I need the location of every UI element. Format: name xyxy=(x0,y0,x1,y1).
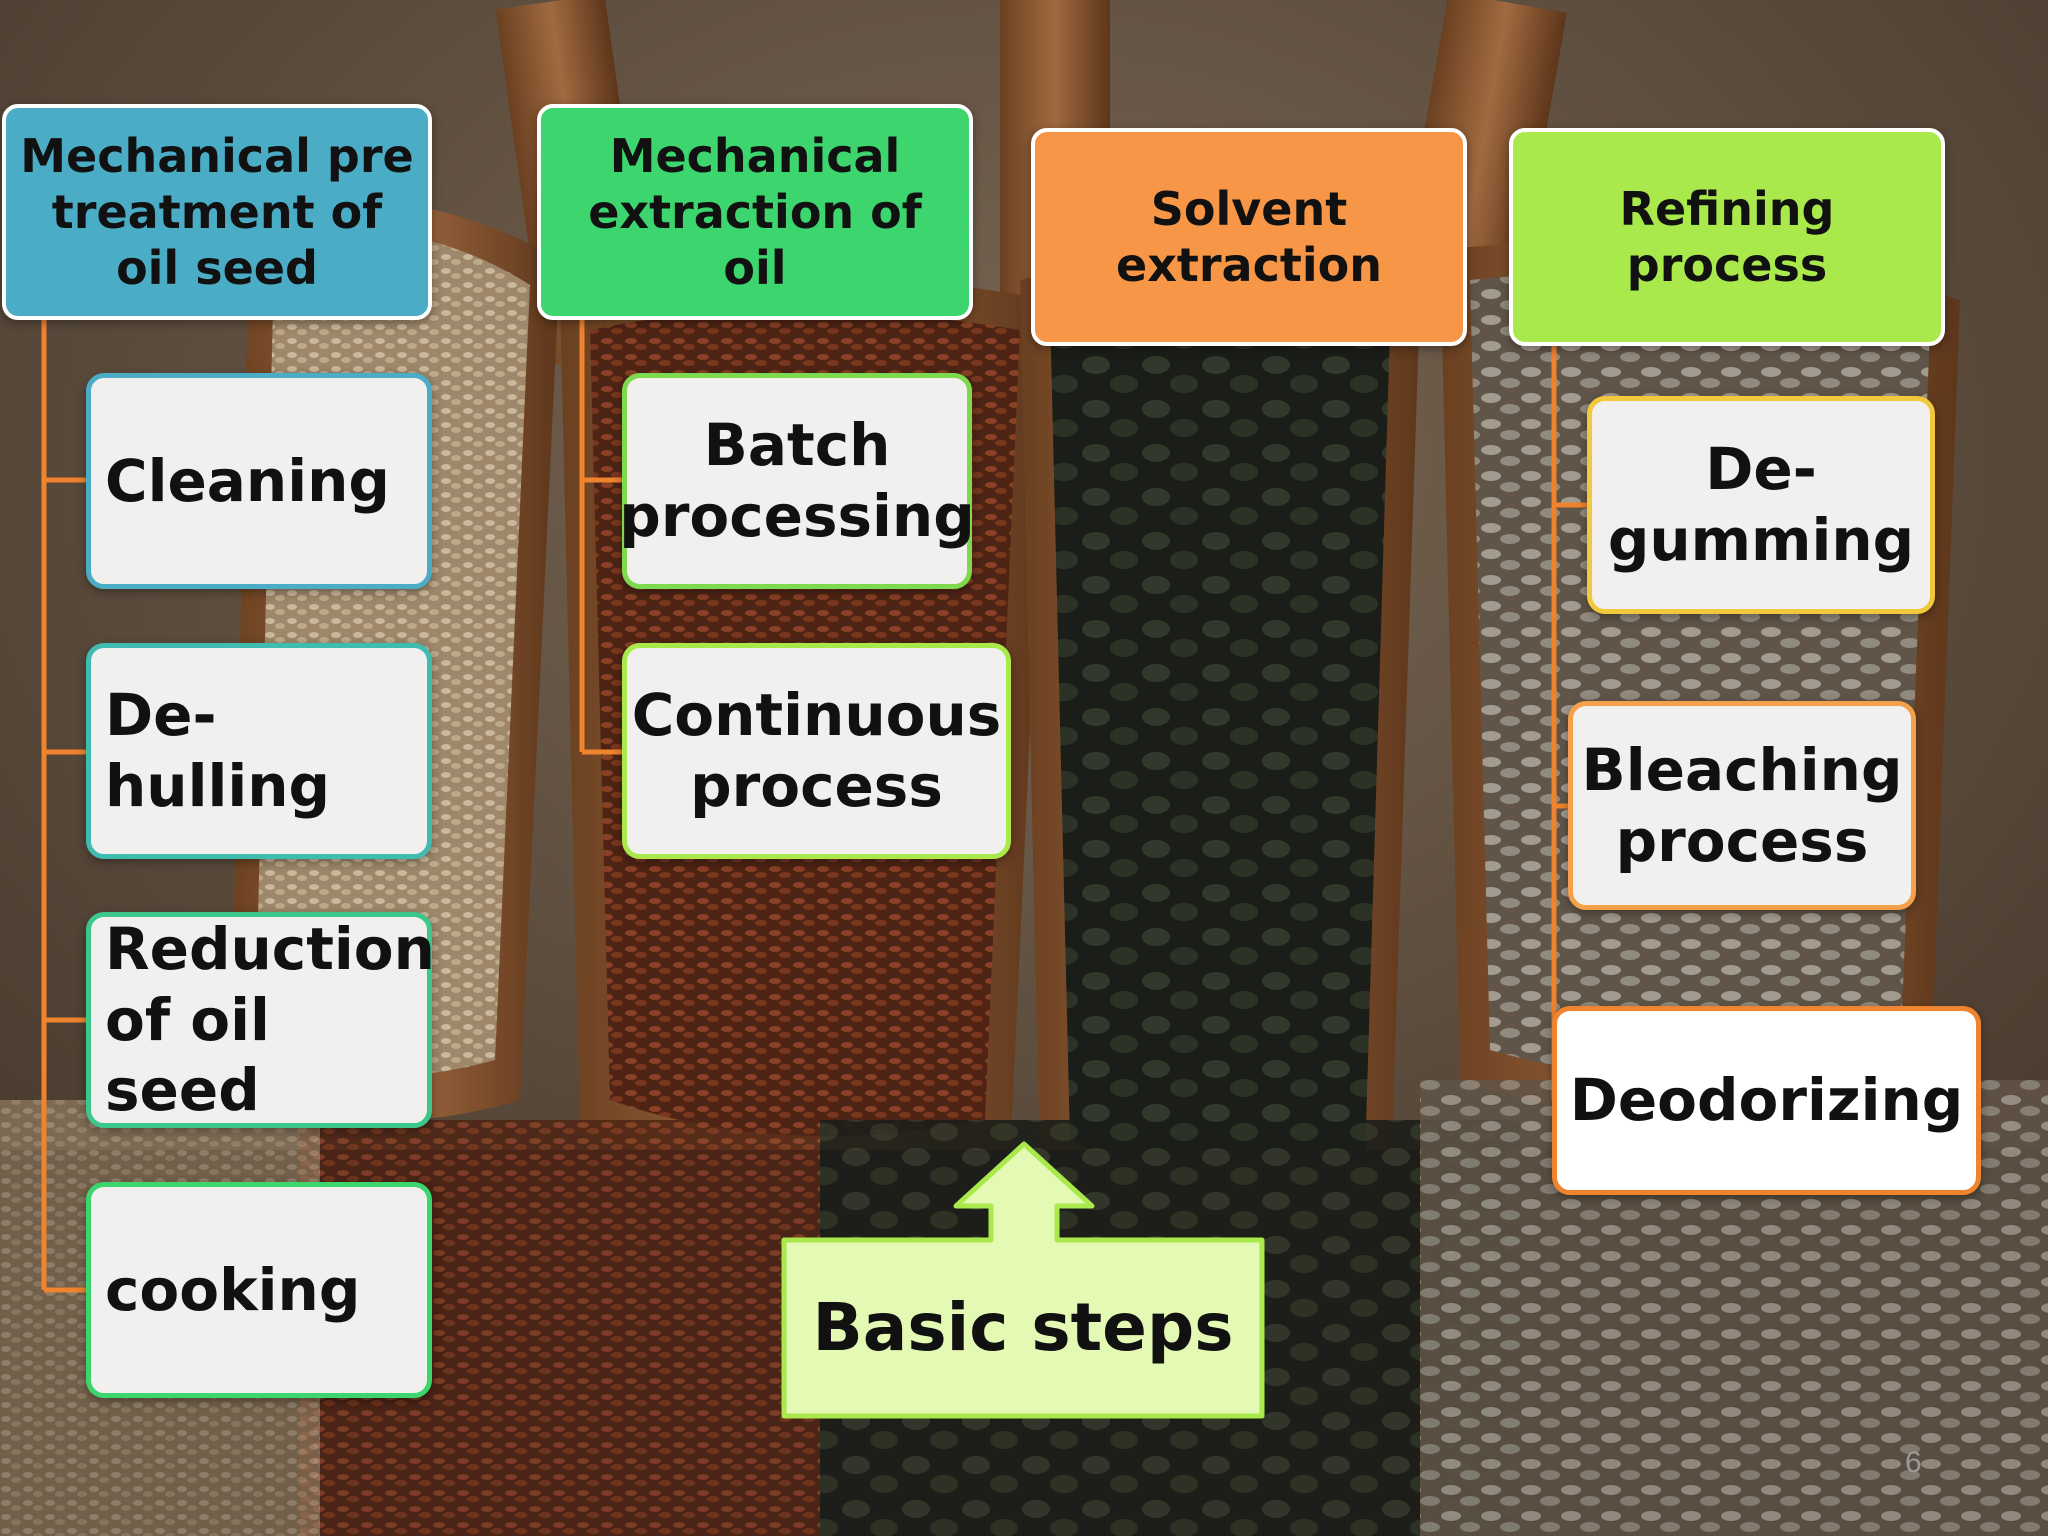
header-solvent-extraction-label: Solvent extraction xyxy=(1116,181,1382,292)
header-refining-process: Refining process xyxy=(1509,128,1945,346)
basic-steps-callout: Basic steps xyxy=(784,1240,1262,1416)
header-solvent-extraction: Solvent extraction xyxy=(1031,128,1467,346)
header-mechanical-pre-treatment: Mechanical pre treatment of oil seed xyxy=(2,104,432,320)
header-mechanical-extraction-label: Mechanical extraction of oil xyxy=(588,128,922,296)
step-cooking: cooking xyxy=(86,1182,432,1398)
step-reduction-of-oil-seed: Reduction of oil seed xyxy=(86,912,435,1128)
header-refining-process-label: Refining process xyxy=(1619,181,1835,292)
step-de-hulling-label: De-hulling xyxy=(105,681,331,820)
basic-steps-callout-shape xyxy=(781,1141,1265,1419)
step-bleaching-process-label: Bleaching process xyxy=(1581,735,1903,875)
step-deodorizing-label: Deodorizing xyxy=(1569,1066,1964,1135)
step-batch-processing: Batch processing xyxy=(619,373,975,589)
basic-steps-label: Basic steps xyxy=(812,1288,1234,1366)
slide-page-number: 6 xyxy=(1905,1446,1922,1479)
step-cleaning-label: Cleaning xyxy=(105,446,390,515)
step-continuous-process: Continuous process xyxy=(622,643,1011,859)
step-deodorizing: Deodorizing xyxy=(1552,1006,1981,1195)
step-de-hulling: De-hulling xyxy=(86,643,432,859)
step-de-gumming: De-gumming xyxy=(1587,396,1935,614)
step-cleaning: Cleaning xyxy=(86,373,432,589)
step-cooking-label: cooking xyxy=(105,1255,361,1324)
step-reduction-of-oil-seed-label: Reduction of oil seed xyxy=(105,914,435,1125)
up-arrow-icon xyxy=(781,1141,1265,1419)
header-mechanical-extraction: Mechanical extraction of oil xyxy=(537,104,973,320)
step-de-gumming-label: De-gumming xyxy=(1607,435,1915,574)
header-mechanical-pre-treatment-label: Mechanical pre treatment of oil seed xyxy=(20,128,414,296)
step-continuous-process-label: Continuous process xyxy=(631,681,1002,820)
step-batch-processing-label: Batch processing xyxy=(619,411,975,550)
step-bleaching-process: Bleaching process xyxy=(1568,701,1916,910)
